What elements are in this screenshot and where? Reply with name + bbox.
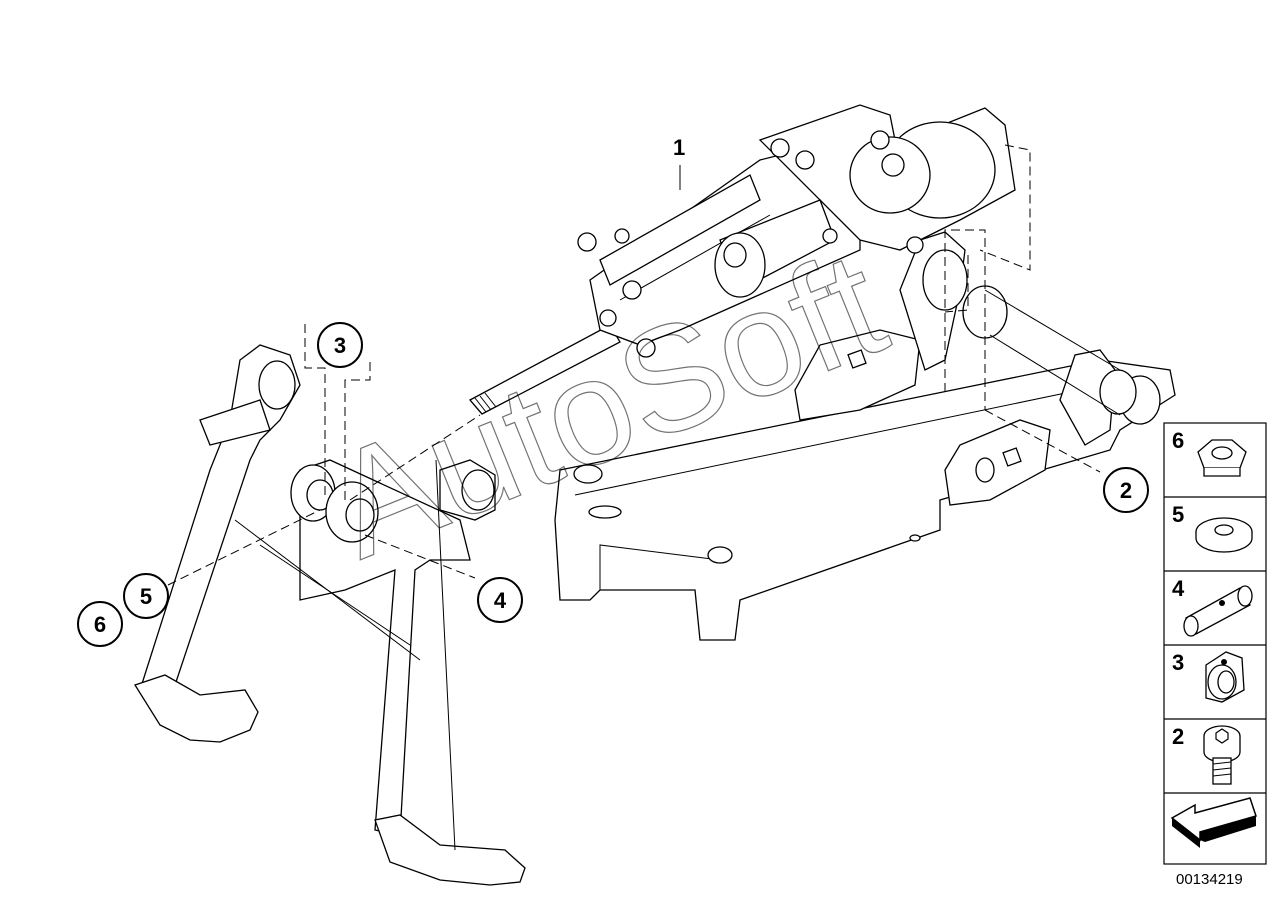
part-number: 5 <box>1172 502 1184 527</box>
center-stand-drawing <box>134 344 526 886</box>
callout-5-label: 5 <box>140 584 152 609</box>
diagram-id: 00134219 <box>1176 871 1243 888</box>
parts-list-item-2[interactable]: 2 <box>1172 724 1241 785</box>
callout-3[interactable]: 3 <box>317 322 363 368</box>
part-number: 2 <box>1172 724 1184 749</box>
subframe-drawing <box>554 231 1176 641</box>
parts-list-panel: 6 5 4 <box>1163 422 1267 865</box>
hex-socket-bolt-icon <box>1203 725 1241 785</box>
hex-nut-icon <box>1197 439 1247 477</box>
part-number: 3 <box>1172 650 1184 675</box>
actuator-drawing <box>468 104 1016 415</box>
callout-3-label: 3 <box>334 333 346 358</box>
part-number: 4 <box>1172 576 1185 601</box>
spacer-ring-icon <box>1205 651 1245 703</box>
washer-icon <box>1195 517 1253 553</box>
callout-6-label: 6 <box>94 612 106 637</box>
parts-list-item-3[interactable]: 3 <box>1172 650 1245 703</box>
callout-1-label: 1 <box>673 135 685 160</box>
bushing-sleeve-icon <box>1183 585 1253 637</box>
callout-1[interactable]: 1 <box>673 135 685 160</box>
callout-6[interactable]: 6 <box>77 601 123 647</box>
callout-4[interactable]: 4 <box>477 577 523 623</box>
part-number: 6 <box>1172 428 1184 453</box>
arrow-back-icon <box>1170 797 1257 848</box>
callout-2[interactable]: 2 <box>1103 467 1149 513</box>
parts-list-item-5[interactable]: 5 <box>1172 502 1253 553</box>
callout-5[interactable]: 5 <box>123 573 169 619</box>
callout-4-label: 4 <box>494 588 507 613</box>
leader-lines <box>167 144 1101 586</box>
parts-list-item-4[interactable]: 4 <box>1172 576 1253 637</box>
parts-list-item-6[interactable]: 6 <box>1172 428 1247 477</box>
back-arrow-button[interactable] <box>1170 797 1257 848</box>
callout-2-label: 2 <box>1120 478 1132 503</box>
